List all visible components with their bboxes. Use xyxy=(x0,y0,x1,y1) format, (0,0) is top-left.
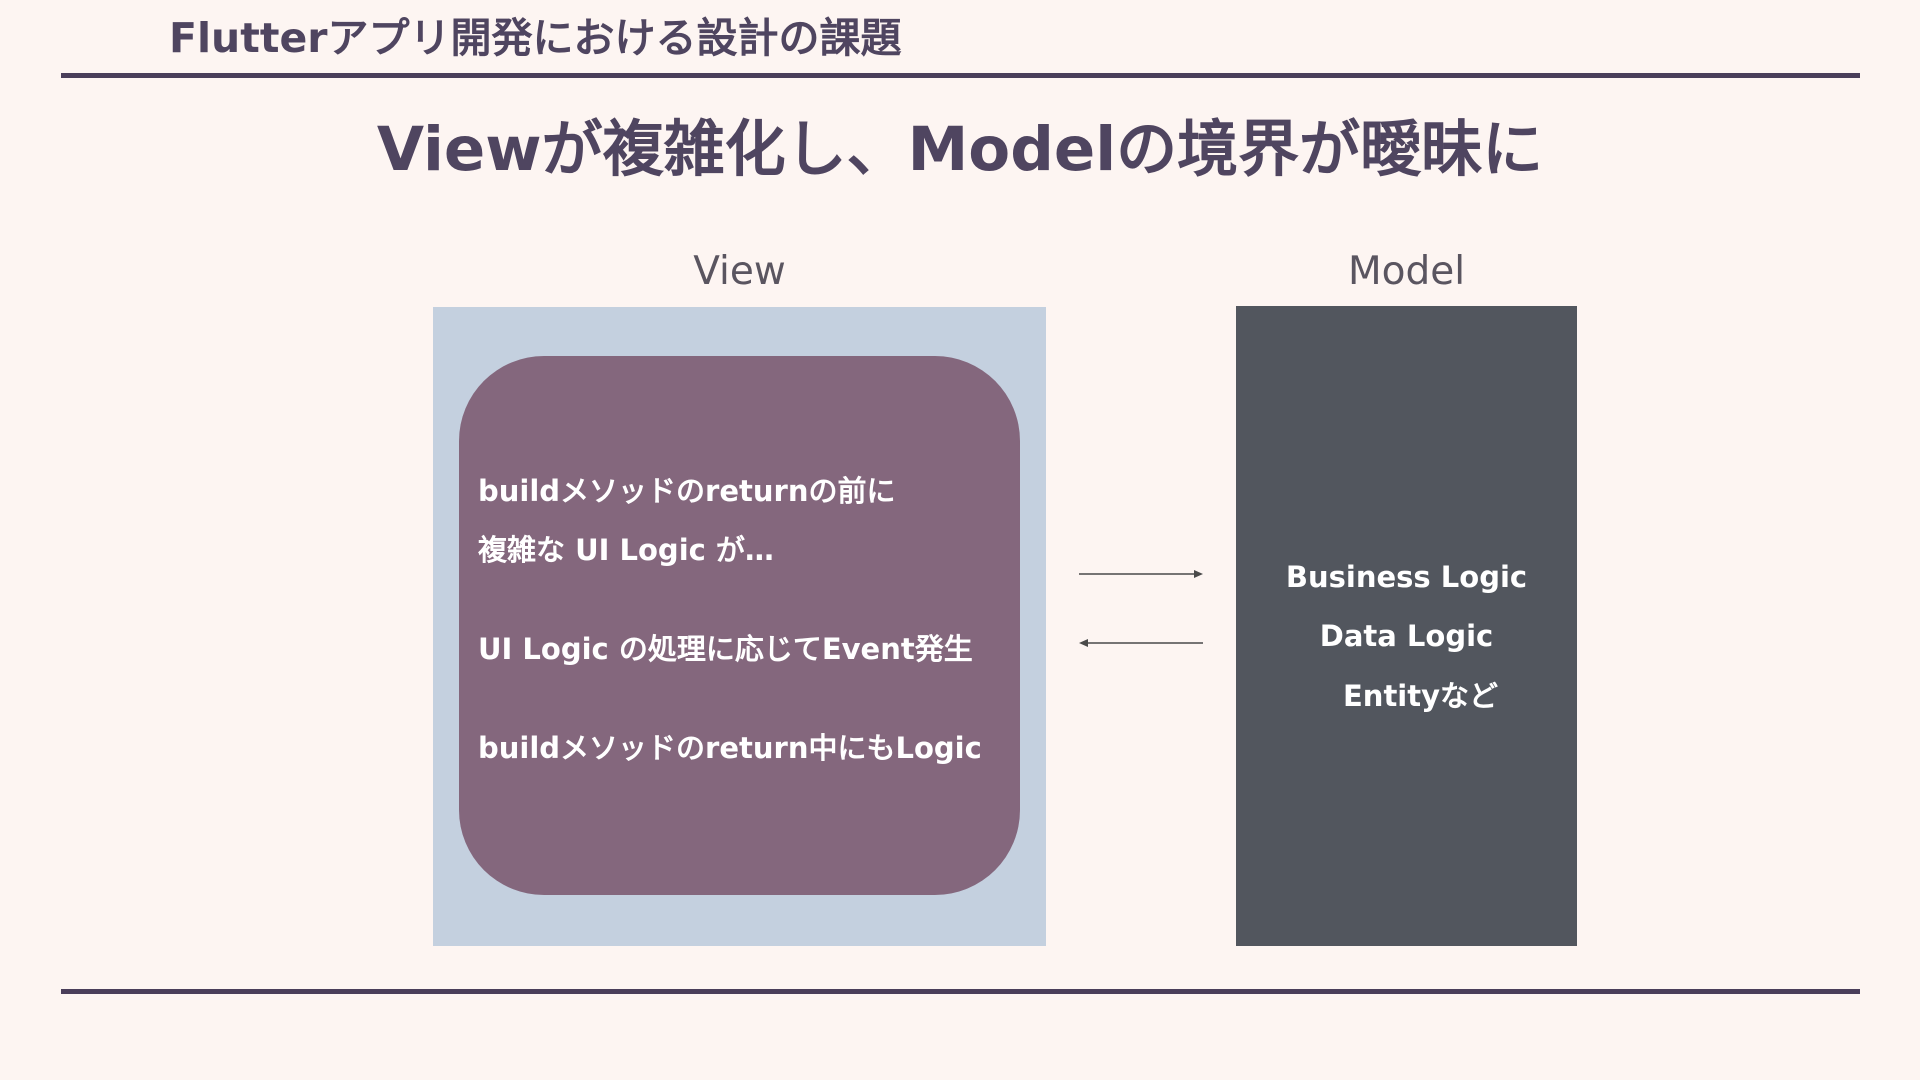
view-line-build-before-return: buildメソッドのreturnの前に xyxy=(478,474,896,508)
view-line-event: UI Logic の処理に応じてEvent発生 xyxy=(478,632,973,666)
header-divider xyxy=(61,73,1860,78)
arrow-left-icon xyxy=(1079,639,1203,647)
view-label: View xyxy=(693,249,786,294)
model-box: Business Logic Data Logic Entityなど xyxy=(1236,306,1577,946)
model-label: Model xyxy=(1347,249,1466,294)
view-logic-panel: buildメソッドのreturnの前に 複雑な UI Logic が… UI L… xyxy=(459,356,1020,895)
slide-title: Viewが複雑化し、Modelの境界が曖昧に xyxy=(376,114,1544,185)
view-line-complex-ui-logic: 複雑な UI Logic が… xyxy=(478,533,774,567)
header-title: Flutterアプリ開発における設計の課題 xyxy=(169,14,902,62)
view-box: buildメソッドのreturnの前に 複雑な UI Logic が… UI L… xyxy=(433,307,1046,946)
arrow-right-icon xyxy=(1079,570,1203,578)
view-line-logic-in-return: buildメソッドのreturn中にもLogic xyxy=(478,731,982,765)
view-model-arrows xyxy=(1079,570,1203,647)
model-line-business-logic: Business Logic xyxy=(1285,560,1528,594)
footer-divider xyxy=(61,989,1860,994)
model-line-entity: Entityなど xyxy=(1342,679,1499,713)
model-line-data-logic: Data Logic xyxy=(1319,619,1494,653)
